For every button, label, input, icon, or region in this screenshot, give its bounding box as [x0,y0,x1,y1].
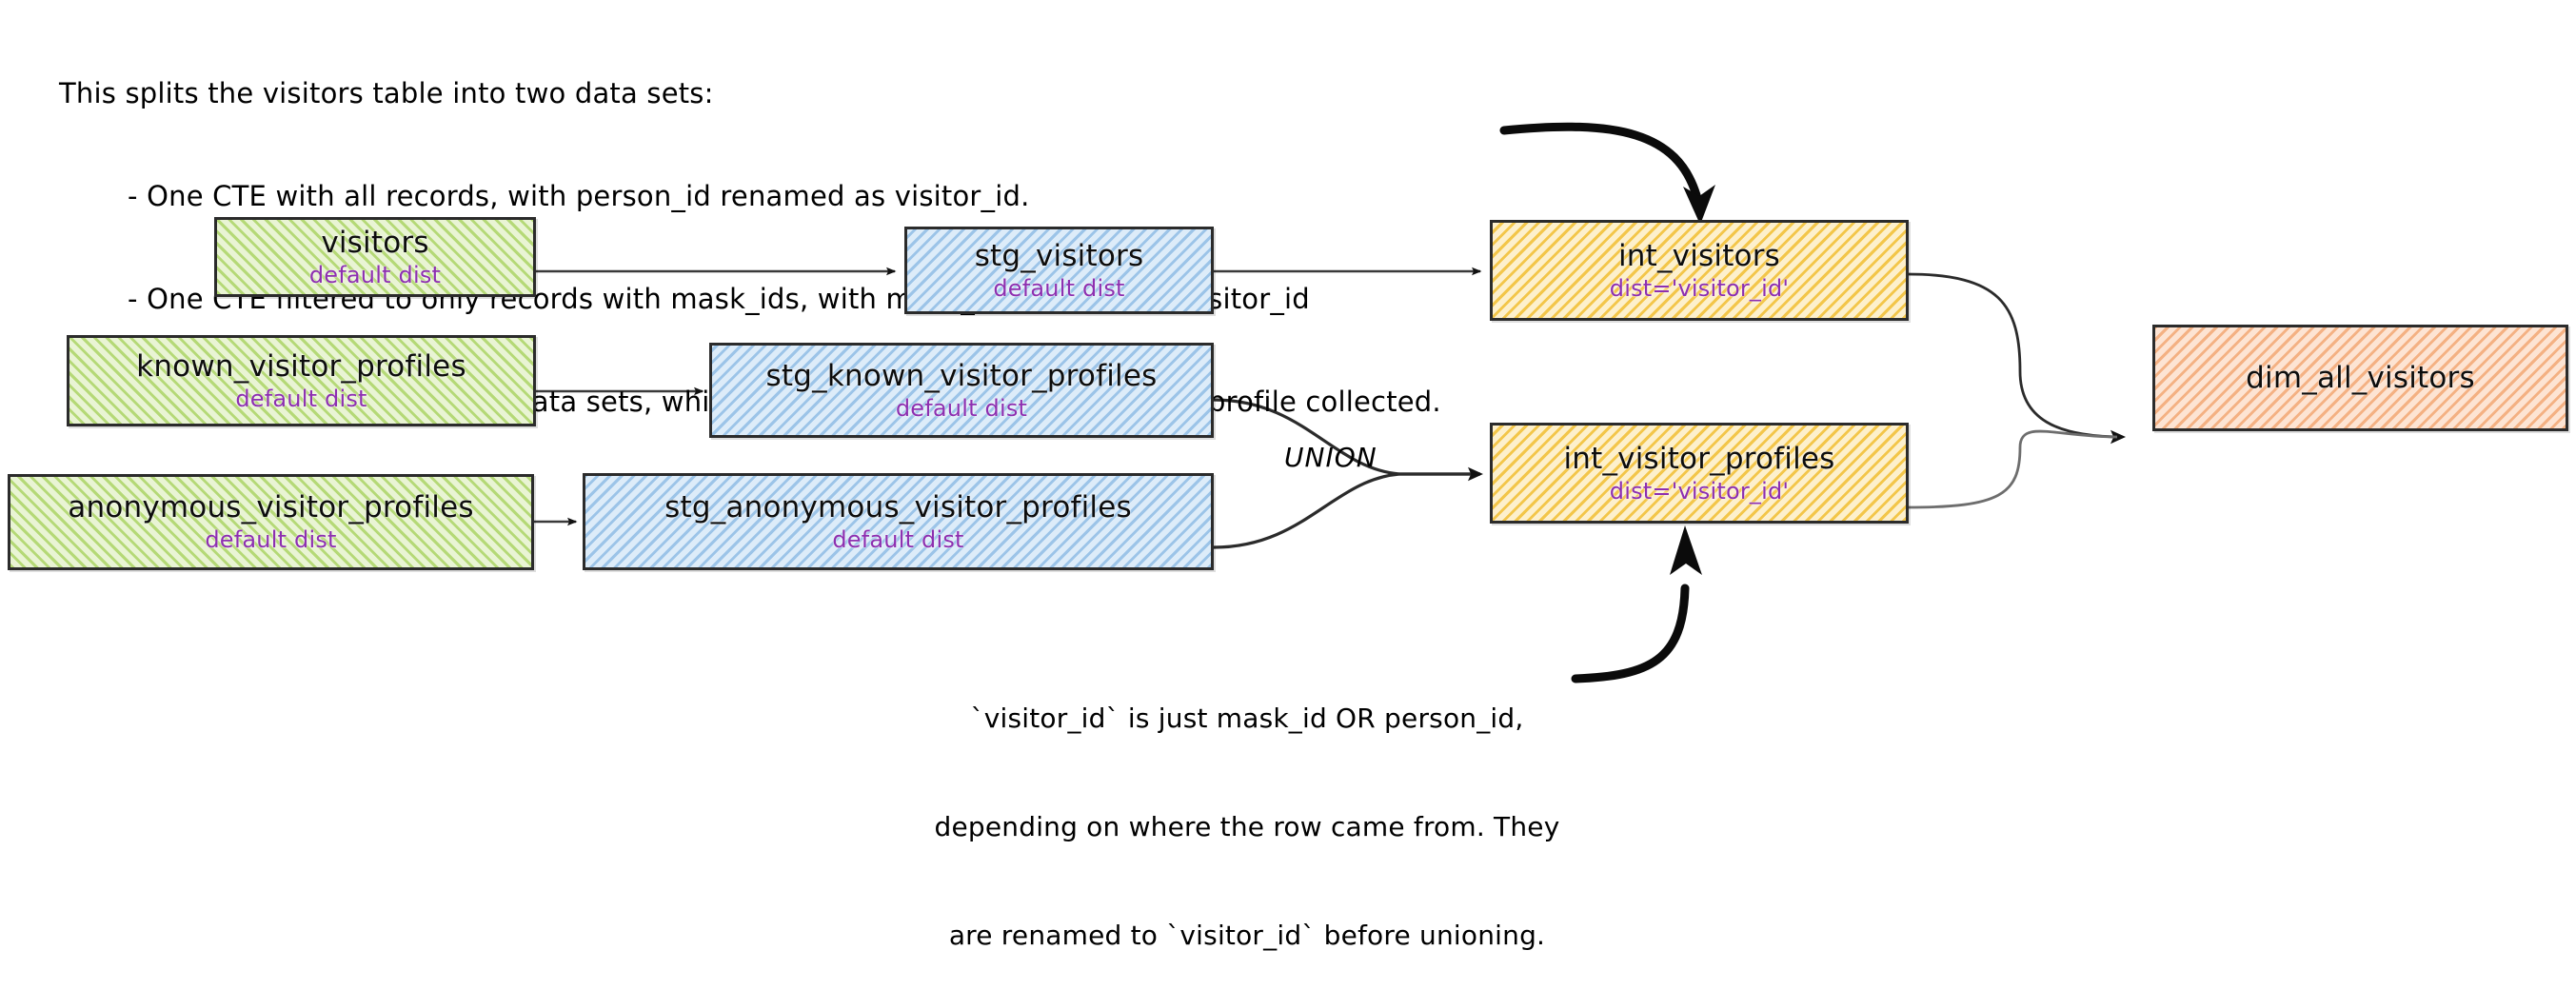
node-known-visitor-profiles-subtitle: default dist [235,385,367,412]
node-stg-anonymous-visitor-profiles[interactable]: stg_anonymous_visitor_profiles default d… [583,473,1214,570]
callout-arrow-top [1499,122,1701,200]
callout-arrow-bottom [1571,584,1690,683]
node-stg-known-visitor-profiles[interactable]: stg_known_visitor_profiles default dist [709,343,1214,438]
callout-arrow-bottom-head [1670,525,1702,575]
node-visitors-subtitle: default dist [308,261,442,288]
edge-stg-anonymous-to-int-profiles [1213,472,1471,549]
node-int-visitors[interactable]: int_visitors dist='visitor_id' [1490,220,1909,321]
annotation-bottom-line-1: `visitor_id` is just mask_id OR person_i… [970,703,1524,734]
node-known-visitor-profiles-title: known_visitor_profiles [136,348,466,384]
node-int-visitors-subtitle: dist='visitor_id' [1609,274,1790,302]
node-stg-anonymous-visitor-profiles-title: stg_anonymous_visitor_profiles [664,489,1132,525]
node-dim-all-visitors[interactable]: dim_all_visitors [2152,325,2568,431]
node-int-visitor-profiles[interactable]: int_visitor_profiles dist='visitor_id' [1490,423,1909,524]
callout-arrow-top-head [1683,185,1715,225]
annotation-bottom-line-2: depending on where the row came from. Th… [934,811,1560,842]
node-stg-visitors[interactable]: stg_visitors default dist [904,227,1214,314]
node-anonymous-visitor-profiles-subtitle: default dist [205,526,337,553]
node-anonymous-visitor-profiles-title: anonymous_visitor_profiles [68,490,474,525]
node-visitors-title: visitors [321,225,429,260]
node-stg-visitors-title: stg_visitors [974,238,1144,273]
annotation-bottom-line-3: are renamed to `visitor_id` before union… [948,920,1546,951]
node-int-visitor-profiles-subtitle: dist='visitor_id' [1609,477,1790,505]
annotation-top-line-1: This splits the visitors table into two … [59,77,714,109]
node-stg-anonymous-visitor-profiles-subtitle: default dist [832,525,964,553]
node-known-visitor-profiles[interactable]: known_visitor_profiles default dist [67,335,536,426]
node-int-visitors-title: int_visitors [1617,238,1781,273]
edge-int-profiles-to-dim-all [1907,429,2118,509]
annotation-bottom: `visitor_id` is just mask_id OR person_i… [933,628,1561,990]
node-anonymous-visitor-profiles[interactable]: anonymous_visitor_profiles default dist [8,474,534,570]
edge-int-visitors-to-dim-all [1907,272,2126,445]
annotation-top-line-2: - One CTE with all records, with person_… [128,180,1030,212]
node-visitors[interactable]: visitors default dist [214,217,536,297]
node-stg-visitors-subtitle: default dist [993,274,1125,302]
node-int-visitor-profiles-title: int_visitor_profiles [1563,441,1835,476]
node-dim-all-visitors-title: dim_all_visitors [2246,361,2475,395]
node-stg-known-visitor-profiles-title: stg_known_visitor_profiles [765,358,1158,393]
union-label: UNION [1284,442,1377,473]
node-stg-known-visitor-profiles-subtitle: default dist [895,394,1028,422]
